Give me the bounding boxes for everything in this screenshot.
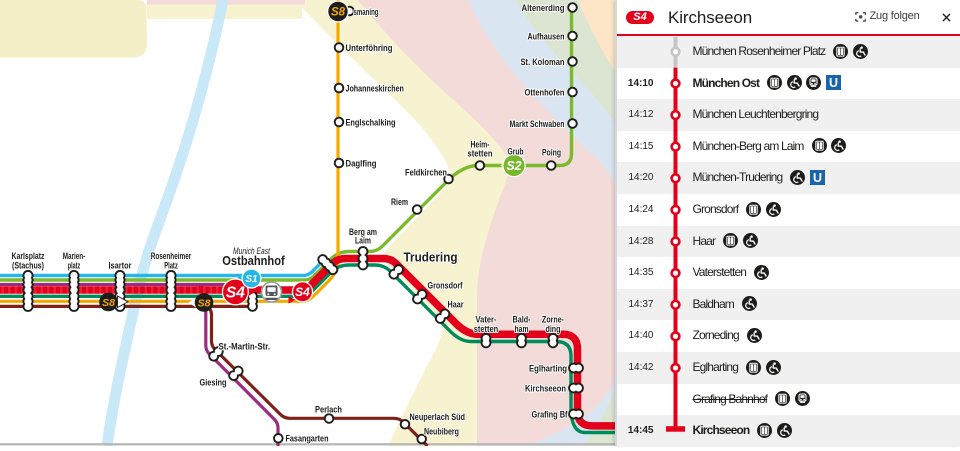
svg-text:smaning: smaning [354,7,379,18]
svg-text:Kirchseeon: Kirchseeon [525,384,566,395]
svg-text:S8: S8 [102,297,115,309]
svg-text:(Stachus): (Stachus) [12,261,44,272]
svg-text:Poing: Poing [542,148,561,159]
svg-text:Ottenhofen: Ottenhofen [525,88,565,99]
svg-text:Unterföhring: Unterföhring [346,43,393,54]
svg-text:Ostbahnhof: Ostbahnhof [222,253,285,268]
svg-text:Isartor: Isartor [109,261,132,272]
svg-text:ding: ding [546,324,561,335]
svg-text:U: U [813,171,822,185]
svg-text:ham: ham [515,324,529,335]
svg-text:stetten: stetten [468,149,493,160]
svg-text:Trudering: Trudering [404,250,458,265]
svg-text:S2: S2 [506,159,521,173]
svg-text:Eglharting: Eglharting [529,364,567,375]
svg-text:Johanneskirchen: Johanneskirchen [346,84,405,95]
svg-text:platz: platz [68,261,81,272]
svg-text:stetten: stetten [474,324,499,335]
svg-text:Englschalking: Englschalking [346,118,396,129]
svg-text:Munich East: Munich East [233,246,270,256]
svg-text:Perlach: Perlach [315,405,342,416]
svg-text:Giesing: Giesing [200,378,227,389]
svg-text:Heim-: Heim- [471,140,490,151]
svg-text:Berg am: Berg am [349,227,377,238]
svg-text:Altenerding: Altenerding [522,3,565,14]
svg-text:Platz: Platz [164,261,178,272]
svg-text:Markt Schwaben: Markt Schwaben [510,119,565,130]
svg-text:S1: S1 [245,274,258,285]
svg-text:Zorne-: Zorne- [542,315,564,326]
svg-text:Bald-: Bald- [513,315,531,326]
svg-text:S8: S8 [198,297,211,309]
svg-text:Fasangarten: Fasangarten [286,434,329,445]
svg-text:St. Koloman: St. Koloman [521,57,565,68]
svg-text:U: U [829,76,838,90]
svg-text:S4: S4 [226,284,245,301]
svg-text:St.-Martin-Str.: St.-Martin-Str. [219,342,271,353]
svg-text:Feldkirchen: Feldkirchen [405,168,447,179]
svg-text:Gronsdorf: Gronsdorf [428,281,464,292]
svg-text:Daglfing: Daglfing [346,159,377,170]
svg-text:Marien-: Marien- [63,251,86,262]
svg-text:S8: S8 [331,7,346,19]
svg-text:Neuperlach Süd: Neuperlach Süd [410,412,466,423]
svg-text:Riem: Riem [391,197,408,208]
svg-text:Laim: Laim [355,236,371,247]
svg-text:Grafing Bf: Grafing Bf [532,410,569,421]
svg-text:S4: S4 [295,285,310,299]
svg-text:Grub: Grub [508,147,524,158]
svg-text:Neubiberg: Neubiberg [424,427,459,438]
svg-text:Vater-: Vater- [476,315,497,326]
svg-text:Haar: Haar [448,300,464,311]
svg-text:Rosenheimer: Rosenheimer [151,251,192,262]
svg-text:Aufhausen: Aufhausen [528,32,565,43]
svg-text:Karlsplatz: Karlsplatz [12,251,45,262]
